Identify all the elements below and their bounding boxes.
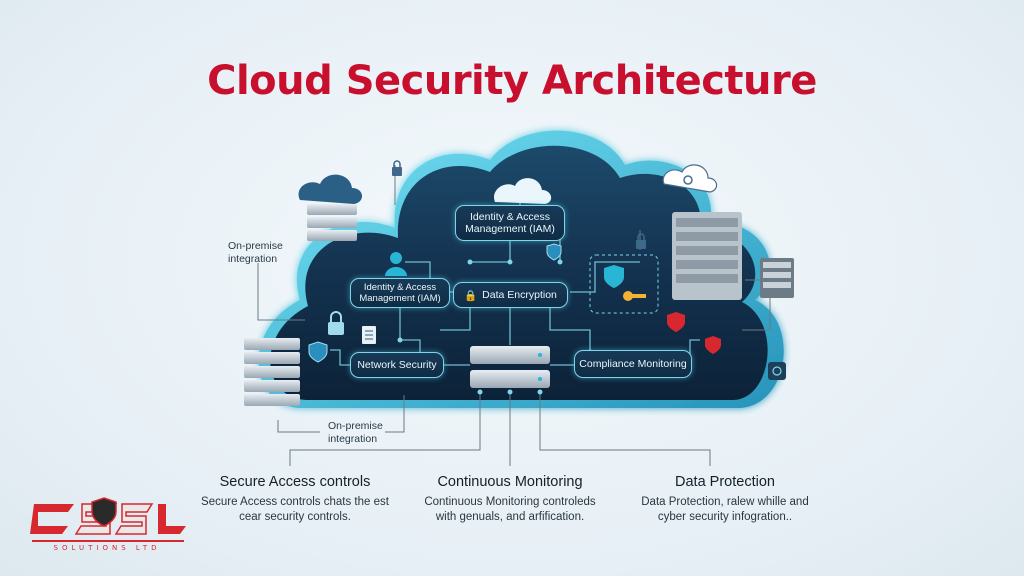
page-title: Cloud Security Architecture — [207, 58, 817, 104]
cloud-gear-icon — [662, 164, 718, 193]
node-iam-left: Identity & Access Management (IAM) — [350, 278, 450, 308]
column-heading-secure-access: Secure Access controls — [219, 474, 371, 490]
node-network-security-label: Network Security — [357, 359, 437, 371]
document-icon — [362, 326, 376, 344]
label-on-premise-top: On-premise integration — [228, 240, 283, 265]
node-data-encryption-label: Data Encryption — [482, 289, 557, 301]
column-desc-continuous-monitoring: Continuous Monitoring controleds with ge… — [424, 496, 596, 523]
key-shield-icon — [589, 254, 659, 314]
padlock-icon-right — [636, 233, 646, 249]
cloud-shape — [258, 130, 784, 408]
node-compliance-monitoring-label: Compliance Monitoring — [579, 358, 687, 370]
node-iam-top: Identity & Access Management (IAM) — [455, 205, 565, 241]
padlock-icon-top — [392, 160, 402, 176]
shield-icon-top — [546, 243, 562, 261]
shield-icon-red-small — [705, 336, 721, 354]
node-iam-left-label: Identity & Access Management (IAM) — [359, 282, 441, 304]
chip-icon — [768, 362, 786, 380]
cloud-server-icon-left — [298, 174, 363, 241]
user-icon — [385, 252, 407, 276]
column-desc-secure-access: Secure Access controls chats the est cea… — [201, 496, 389, 523]
shield-icon-left — [308, 341, 328, 363]
padlock-icon-left — [328, 311, 344, 335]
logo-subtext: SOLUTIONS LTD — [53, 544, 161, 552]
node-data-encryption: 🔒 Data Encryption — [453, 282, 568, 308]
central-server-icon — [470, 346, 550, 388]
logo-mark — [30, 497, 186, 542]
node-network-security: Network Security — [350, 352, 444, 378]
server-rack-icon-right — [672, 212, 742, 300]
column-heading-continuous-monitoring: Continuous Monitoring — [437, 474, 583, 490]
lock-icon: 🔒 — [464, 289, 478, 302]
connector-lines — [257, 165, 771, 466]
column-desc-data-protection: Data Protection, ralew whille and cyber … — [641, 496, 809, 523]
node-iam-top-label: Identity & Access Management (IAM) — [465, 211, 555, 235]
server-rack-icon-left — [244, 338, 300, 406]
server-icon-far-right — [760, 258, 794, 298]
shield-icon-red — [667, 312, 685, 332]
node-compliance-monitoring: Compliance Monitoring — [574, 350, 692, 378]
label-on-premise-bottom: On-premise integration — [328, 420, 383, 445]
column-heading-data-protection: Data Protection — [675, 474, 775, 490]
logo-text: CSSL — [26, 490, 27, 491]
mini-cloud-icon — [494, 178, 552, 204]
company-logo: CSSL SOLUTIONS LTD — [26, 490, 188, 556]
